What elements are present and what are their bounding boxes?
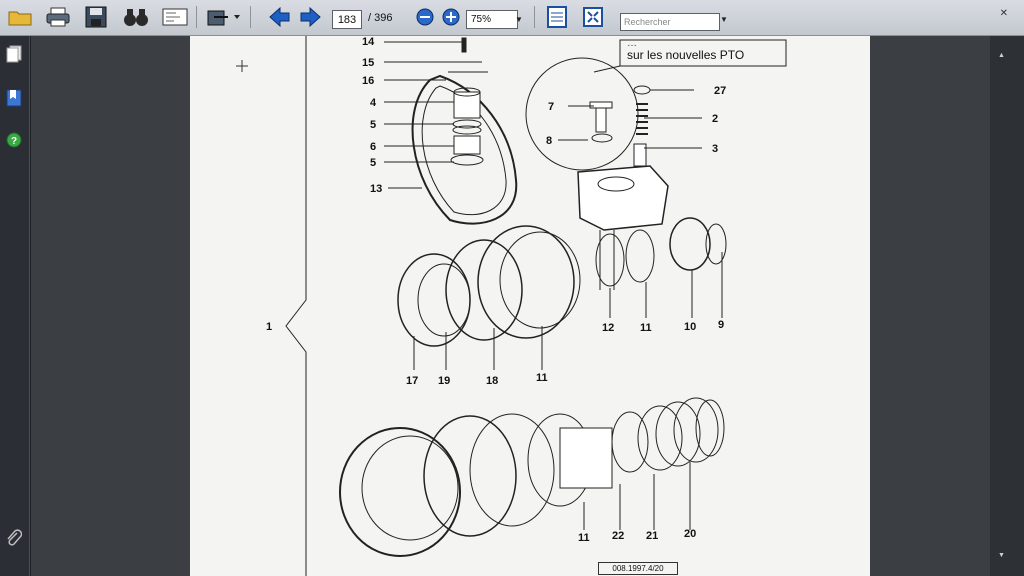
callout-label: 27 [714,85,726,97]
callout-label: 5 [370,119,376,131]
next-page-arrow-icon[interactable] [298,5,324,29]
open-folder-icon[interactable] [6,5,34,29]
bookmarks-icon[interactable] [4,88,24,108]
detail-circle [525,57,639,171]
callout-label: 2 [712,113,718,125]
callout-label: 10 [684,321,696,333]
housing-bracket-part [577,165,669,231]
callout-label: 8 [546,135,552,147]
callout-label: 13 [370,183,382,195]
document-page [190,36,870,576]
crosshair-cursor-icon [236,60,248,72]
scroll-down-arrow-icon[interactable]: ▼ [998,552,1005,559]
email-icon[interactable] [160,5,190,29]
full-screen-icon[interactable] [580,5,606,29]
search-input[interactable]: Rechercher [620,13,720,31]
current-page-input[interactable]: 183 [332,10,362,29]
toolbar: 183 / 396 75% ▼ Rechercher ▼ ✕ [0,0,1024,36]
search-dropdown-chevron-icon[interactable]: ▼ [720,15,728,24]
svg-text:?: ? [11,136,17,147]
callout-label: 11 [536,372,548,384]
fit-page-icon[interactable] [544,5,570,29]
zoom-level-select[interactable]: 75% [466,10,518,29]
callout-label: 21 [646,530,658,542]
callout-label: 5 [370,157,376,169]
callout-label: 4 [370,97,377,109]
callout-label: 14 [362,36,375,48]
callout-label: 16 [362,75,374,87]
assembly-bracket [285,36,307,576]
close-icon[interactable]: ✕ [999,8,1008,19]
previous-page-arrow-icon[interactable] [266,5,292,29]
save-icon[interactable] [82,5,110,29]
note-text: sur les nouvelles PTO [627,48,745,62]
navigation-panel: ? [0,36,30,576]
note-box [619,39,787,67]
print-icon[interactable] [44,5,72,29]
find-binoculars-icon[interactable] [120,5,152,29]
toolbar-separator [250,6,251,28]
pages-icon[interactable] [4,44,24,64]
callout-label: 11 [578,532,590,544]
callout-label: 18 [486,375,498,387]
attachments-paperclip-icon[interactable] [4,528,24,548]
callout-label: 17 [406,375,418,387]
vertical-scrollbar[interactable] [990,36,1024,576]
callout-label: 20 [684,528,696,540]
scroll-up-arrow-icon[interactable]: ▲ [998,52,1005,59]
callout-label: 1 [266,321,272,333]
zoom-dropdown-chevron-icon[interactable]: ▼ [515,15,523,24]
strap-part [411,74,518,225]
sign-tool-icon[interactable] [204,5,244,29]
toolbar-separator [196,6,197,28]
callout-label: 15 [362,57,374,69]
callout-label: 9 [718,319,724,331]
callout-label: 3 [712,143,718,155]
callout-label: 11 [640,322,652,334]
callout-label: 7 [548,101,554,113]
zoom-out-icon[interactable] [414,5,436,29]
callout-label: 12 [602,322,614,334]
total-pages-label: / 396 [368,12,393,24]
help-icon[interactable]: ? [4,130,24,150]
note-partial-text: … [627,38,637,49]
callout-label: 22 [612,530,624,542]
callout-label: 6 [370,141,376,153]
toolbar-separator [534,6,535,28]
callout-label: 19 [438,375,450,387]
zoom-in-icon[interactable] [440,5,462,29]
document-reference-code: 008.1997.4/20 [598,562,678,575]
